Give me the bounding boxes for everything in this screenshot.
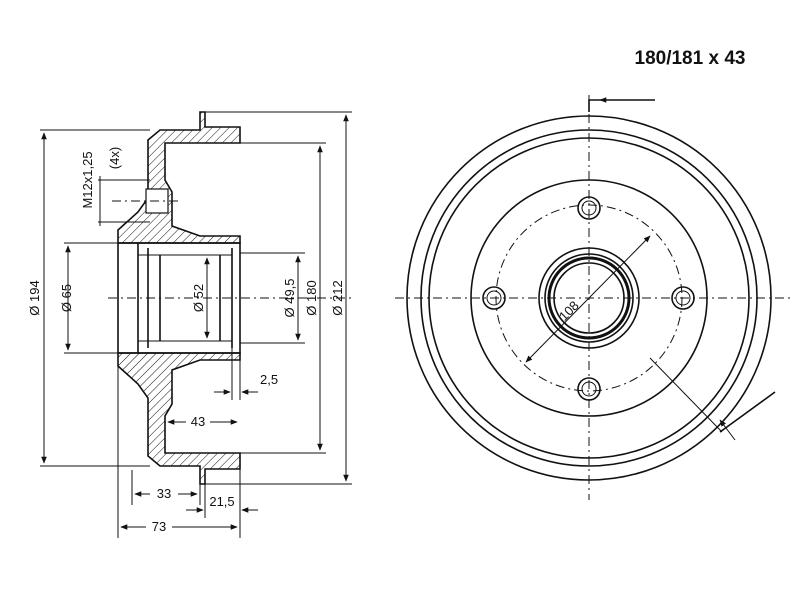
thread-count: (4x) <box>107 147 122 169</box>
bolt-hole-bottom <box>577 377 601 401</box>
dim-hub-bore: Ø 65 <box>59 284 74 312</box>
hub-bore-outline <box>117 242 241 354</box>
front-view: 108 <box>395 95 790 500</box>
dim-step: 2,5 <box>260 372 278 387</box>
lower-wall-section <box>117 352 241 485</box>
section-cut-bottom <box>719 391 776 433</box>
dim-lip: 21,5 <box>209 494 234 509</box>
outer-rim-circle <box>406 115 772 481</box>
pcd-label: 108 <box>556 298 582 324</box>
bolt-hole-right <box>671 286 695 310</box>
bolt-hole-top <box>577 196 601 220</box>
bolt-circle <box>495 204 683 392</box>
upper-wall-section <box>117 111 241 244</box>
thread-label: M12x1,25 <box>80 151 95 208</box>
pcd-dimension-line <box>525 235 651 363</box>
dim-outer-rim: Ø 194 <box>27 280 42 315</box>
dim-inner-step: Ø 49,5 <box>282 278 297 317</box>
section-cut-top <box>588 99 655 112</box>
bolt-hole-left <box>482 286 506 310</box>
dim-flange-offset: 33 <box>157 486 171 501</box>
dim-center-bore: Ø 52 <box>191 284 206 312</box>
dim-drum-depth: 43 <box>191 414 205 429</box>
dim-total-height: 73 <box>152 519 166 534</box>
section-view: Ø 194 Ø 65 M12x1,25 (4x) Ø 52 Ø 49,5 Ø 1… <box>27 111 355 538</box>
dim-braking-surface: Ø 180 <box>304 280 319 315</box>
dim-outer-diameter: Ø 212 <box>330 280 345 315</box>
drawing-title: 180/181 x 43 <box>635 48 746 69</box>
